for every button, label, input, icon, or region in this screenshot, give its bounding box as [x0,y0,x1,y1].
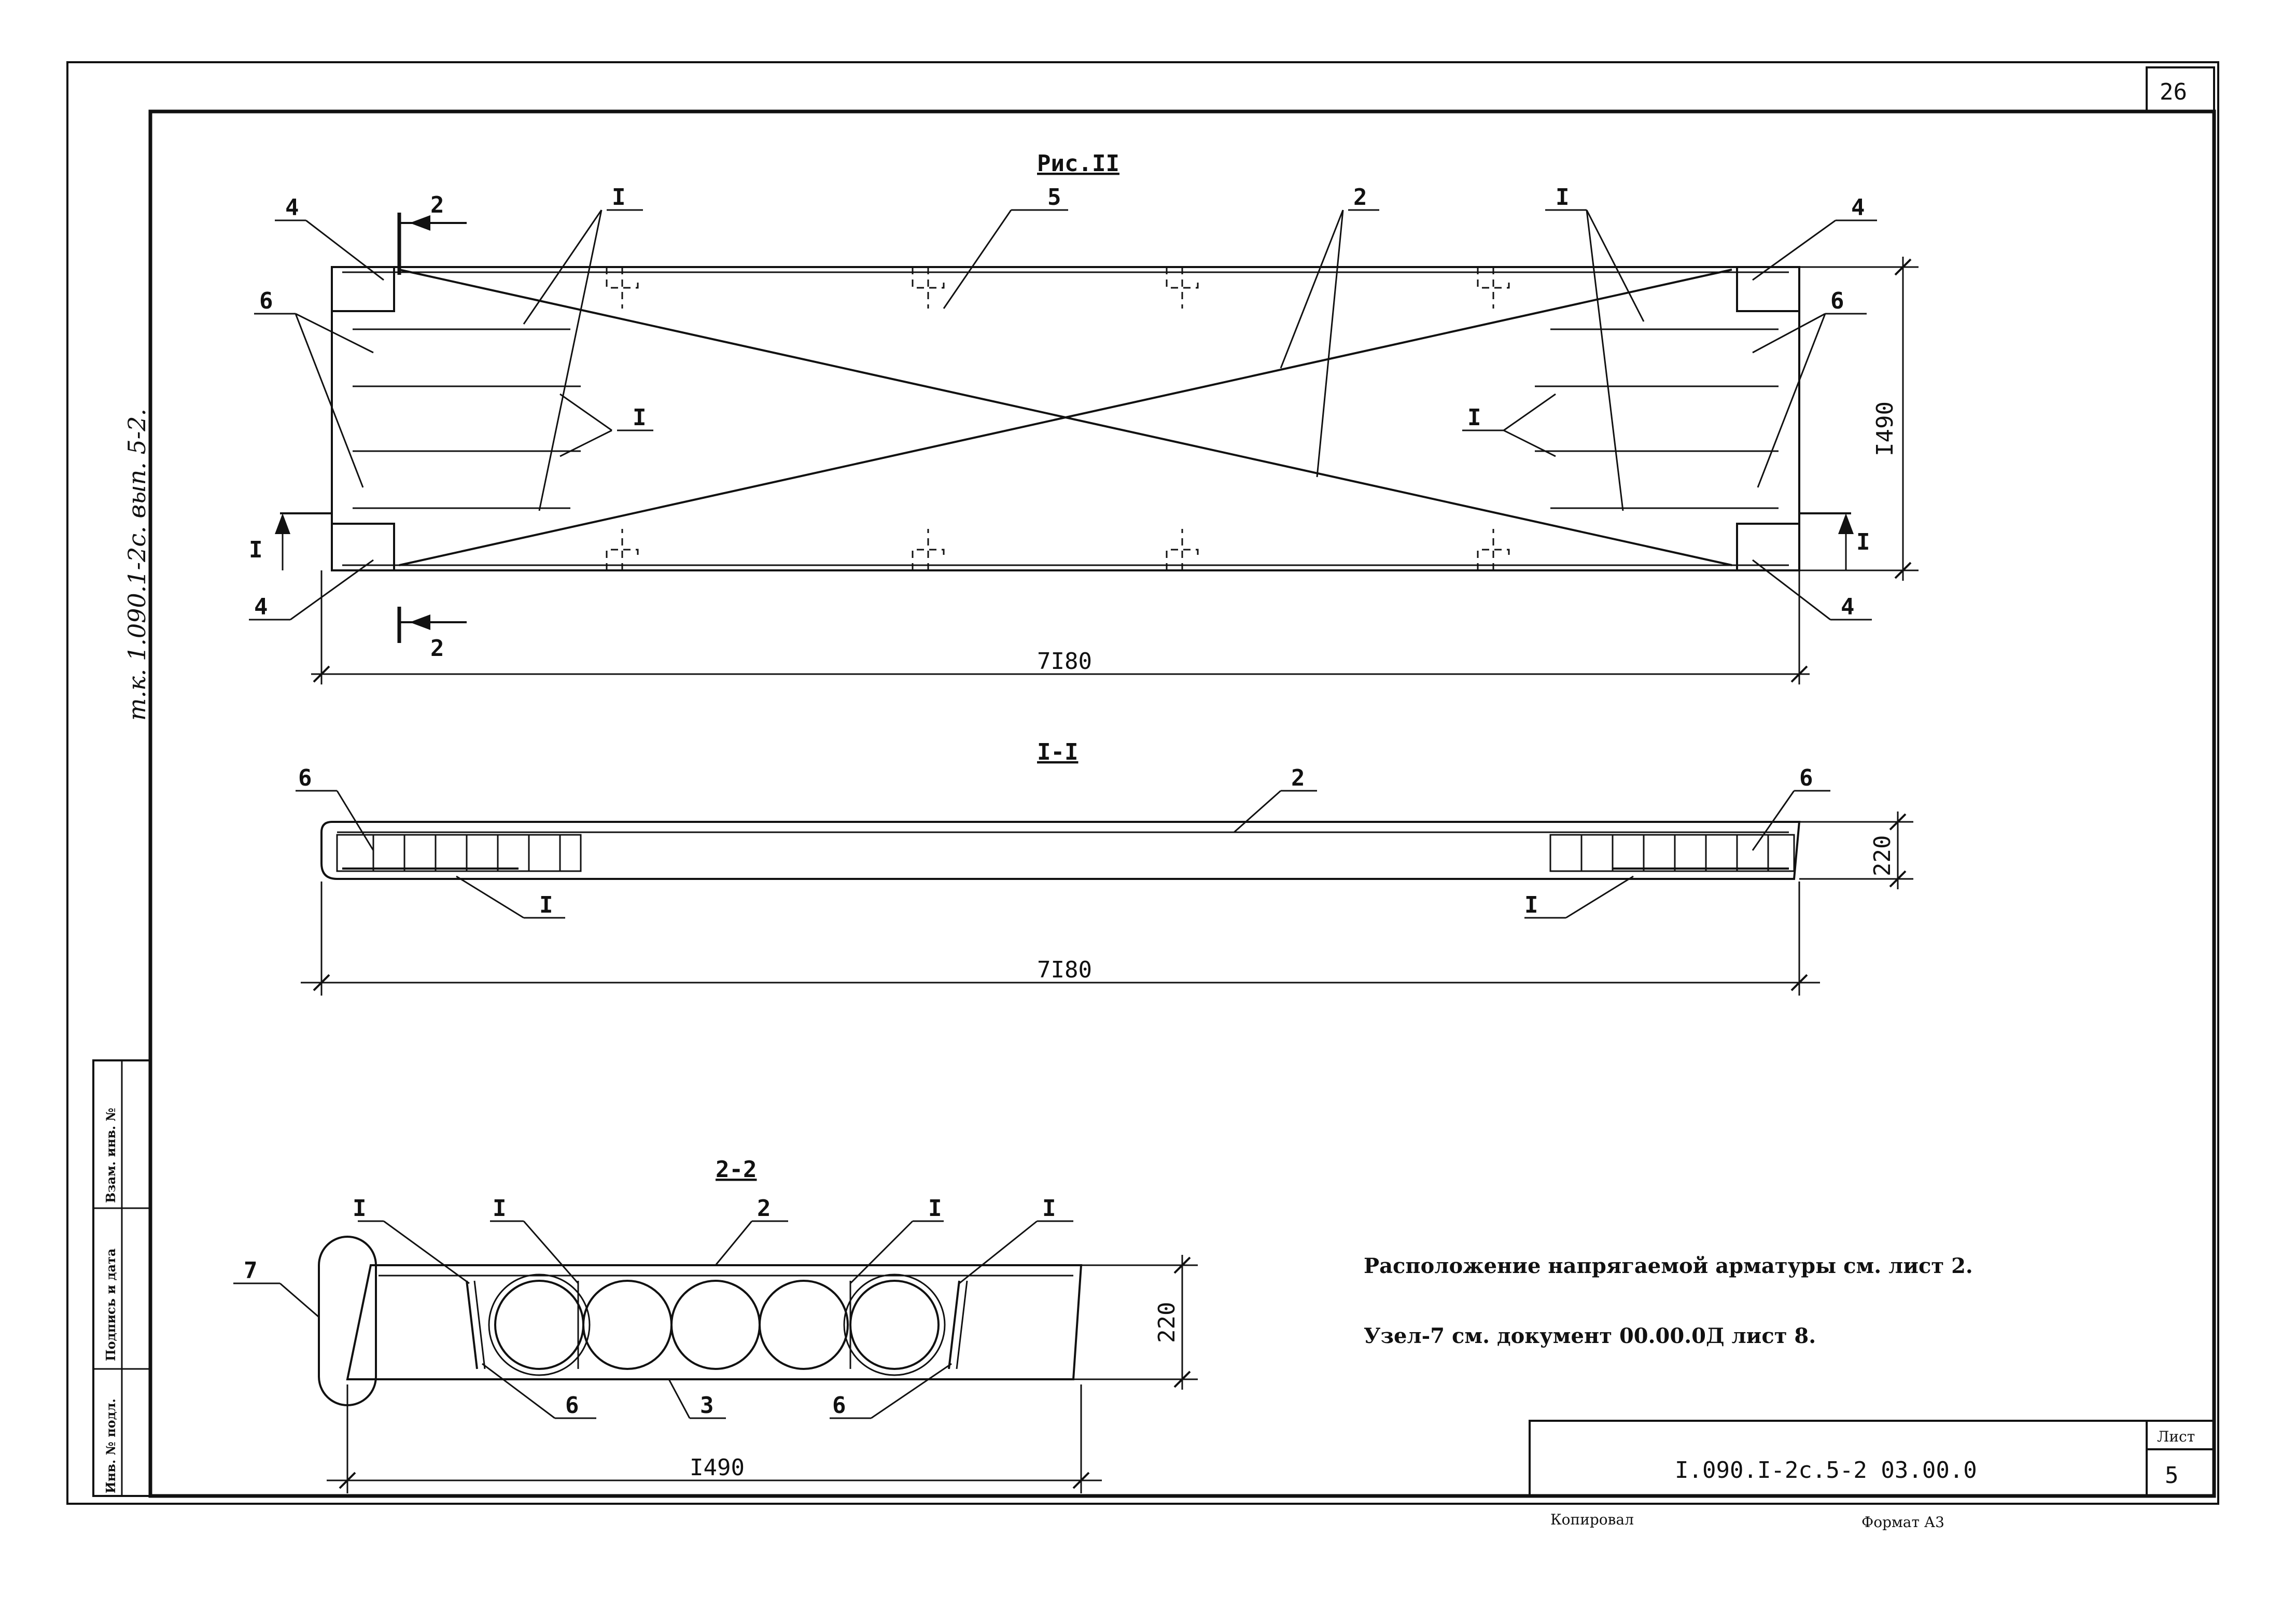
section-2-2-label-2: 2 [757,1195,771,1222]
note-1: Расположение напрягаемой арматуры см. ли… [1364,1254,1973,1278]
section-2-2-title: 2-2 [716,1156,757,1183]
section-2-2-label-1c: I [928,1195,942,1222]
sheet-label: Лист [2157,1428,2195,1445]
document-code: I.090.I-2c.5-2 03.00.0 [1675,1457,1977,1484]
handwritten-side-note: т.к. 1.090.1-2с. вып. 5-2. [123,409,151,721]
plan-section-mark-right: I [1856,529,1870,555]
sheet-value: 5 [2165,1462,2179,1489]
plan-label-6-right: 6 [1830,288,1844,314]
plan-label-4-bottom-right: 4 [1841,594,1855,620]
section-2-2-label-3: 3 [700,1392,714,1419]
plan-label-6-left: 6 [259,288,273,314]
plan-label-4-bottom-left: 4 [254,594,268,620]
plan-label-4-top-left: 4 [285,194,299,221]
section-2-2-label-6-left: 6 [565,1392,579,1419]
section-2-2: 2-2 I I 2 I I 7 [233,1156,1198,1493]
stamp-strip: Инв. № подл. Подпись и дата Взам. инв. № [92,1059,151,1497]
footer-format: Формат А3 [1861,1514,1944,1531]
sheet-number-top: 26 [2160,79,2187,105]
loop-marks [606,267,1510,570]
stamp-col-inv: Инв. № подл. [103,1398,118,1493]
plan-label-2-center: 2 [1353,184,1367,211]
plan-section-mark-left: I [249,537,263,563]
section-1-1-title: I-I [1037,739,1078,765]
plan-label-1-mid-right: I [1467,404,1481,431]
section-1-1-label-6-right: 6 [1799,765,1813,791]
hollow-cores [488,1274,946,1376]
plan-label-4-top-right: 4 [1851,194,1865,221]
section-2-2-label-1b: I [493,1195,507,1222]
section-2-2-height-dim: 220 [1154,1302,1180,1343]
note-2: Узел-7 см. документ 00.00.0Д лист 8. [1364,1324,1816,1348]
cage-right [1549,834,1795,872]
cage-left [336,834,582,872]
plan-label-5: 5 [1047,184,1061,211]
plan-label-1-top-right: I [1556,184,1570,211]
plan-section-mark-top: 2 [430,192,444,218]
section-2-2-label-7: 7 [244,1257,258,1284]
title-block: I.090.I-2c.5-2 03.00.0 Лист 5 Копировал … [1529,1420,2215,1531]
section-1-1-label-1-left: I [539,892,553,918]
section-1-1: I-I 6 2 [296,739,1913,996]
section-2-2-label-6-right: 6 [832,1392,846,1419]
footer-copied-by: Копировал [1550,1511,1634,1528]
plan-section-mark-bottom: 2 [430,635,444,662]
plan-width-dim: I490 [1872,401,1898,456]
section-1-1-label-6-left: 6 [298,765,312,791]
sheet-frame: 26 [66,61,2219,1505]
section-2-2-label-1a: I [353,1195,367,1222]
section-2-2-width-dim: I490 [690,1454,745,1481]
notes: Расположение напрягаемой арматуры см. ли… [1364,1254,1973,1348]
plan-view: Рис.II [249,150,1919,684]
plan-label-1-mid-left: I [633,404,647,431]
stamp-col-sign: Подпись и дата [103,1249,118,1361]
section-1-1-length-dim: 7I80 [1037,957,1092,983]
section-1-1-height-dim: 220 [1869,835,1896,876]
section-1-1-label-1-right: I [1524,892,1538,918]
section-2-2-label-1d: I [1042,1195,1056,1222]
plan-title: Рис.II [1037,150,1119,177]
plan-length-dim: 7I80 [1037,648,1092,675]
section-1-1-label-2: 2 [1291,765,1305,791]
plan-label-1-top-left: I [612,184,626,211]
stamp-col-replace: Взам. инв. № [103,1108,118,1203]
